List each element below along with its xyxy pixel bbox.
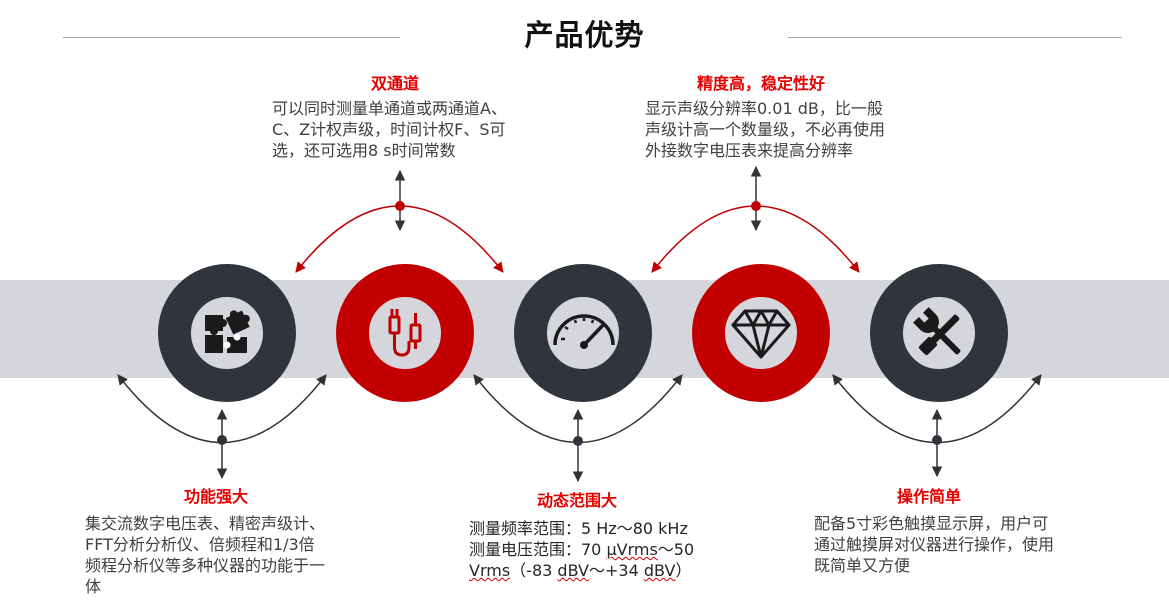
desc-line: 既简单又方便 — [814, 556, 911, 575]
connector-precision — [651, 165, 860, 273]
feature-title-easy-operation: 操作简单 — [897, 487, 962, 506]
text-segment: （-83 — [510, 561, 558, 580]
desc-line: 频程分析仪等多种仪器的功能于一 — [85, 556, 326, 575]
desc-line: 集交流数字电压表、精密声级计、 — [85, 514, 326, 533]
feature-title-precision: 精度高，稳定性好 — [697, 74, 826, 93]
feature-title-dynamic-range: 动态范围大 — [537, 491, 618, 510]
desc-line: 声级计高一个数量级，不必再使用 — [645, 120, 886, 139]
text-segment: Vrms — [469, 561, 511, 580]
desc-line: 显示声级分辨率0.01 dB，比一般 — [645, 99, 883, 118]
text-segment: 测量电压范围：70 — [469, 540, 607, 559]
feature-desc-easy-operation: 配备5寸彩色触摸显示屏，用户可 通过触摸屏对仪器进行操作，使用 既简单又方便 — [814, 513, 1054, 576]
feature-desc-dual-channel: 可以同时测量单通道或两通道A、 C、Z计权声级，时间计权F、S可 选，还可选用8… — [272, 98, 507, 161]
cable-connector-icon — [388, 309, 422, 357]
connector-easy-operation — [832, 374, 1042, 478]
feature-desc-precision: 显示声级分辨率0.01 dB，比一般 声级计高一个数量级，不必再使用 外接数字电… — [645, 98, 885, 161]
text-segment: ～50 — [657, 540, 695, 559]
desc-line: 通过触摸屏对仪器进行操作，使用 — [814, 535, 1055, 554]
text-segment: μVrms — [606, 540, 658, 559]
desc-line-voltage: 测量电压范围：70 μVrms～50 — [469, 539, 694, 560]
desc-line: 可以同时测量单通道或两通道A、 — [272, 99, 507, 118]
feature-desc-powerful: 集交流数字电压表、精密声级计、 FFT分析分析仪、倍频程和1/3倍 频程分析仪等… — [85, 513, 325, 597]
connector-dynamic-range — [473, 374, 683, 483]
feature-desc-dynamic-range: 测量频率范围：5 Hz～80 kHz 测量电压范围：70 μVrms～50 Vr… — [469, 518, 694, 581]
desc-line-dbv: Vrms（-83 dBV～+34 dBV） — [469, 560, 694, 581]
text-segment: ～+34 — [589, 561, 644, 580]
page-title: 产品优势 — [524, 18, 645, 52]
desc-line: 配备5寸彩色触摸显示屏，用户可 — [814, 514, 1049, 533]
puzzle-icon — [205, 310, 250, 353]
desc-line: FFT分析分析仪、倍频程和1/3倍 — [85, 535, 315, 554]
desc-line: C、Z计权声级，时间计权F、S可 — [272, 120, 506, 139]
feature-title-dual-channel: 双通道 — [371, 74, 420, 93]
desc-line: 选，还可选用8 s时间常数 — [272, 141, 456, 160]
connector-powerful — [117, 374, 327, 480]
text-segment: ） — [675, 561, 692, 580]
title-rule-left — [63, 37, 400, 38]
desc-line-frequency: 测量频率范围：5 Hz～80 kHz — [469, 519, 688, 538]
desc-line: 体 — [85, 577, 102, 596]
title-rule-right — [788, 37, 1122, 38]
text-segment: dBV — [643, 561, 676, 580]
tools-icon — [913, 307, 961, 356]
connector-dual-channel — [295, 169, 504, 273]
diamond-icon — [731, 309, 791, 359]
desc-line: 外接数字电压表来提高分辨率 — [645, 141, 854, 160]
feature-title-powerful: 功能强大 — [184, 487, 249, 506]
speedometer-icon — [553, 314, 615, 349]
text-segment: dBV — [557, 561, 589, 580]
